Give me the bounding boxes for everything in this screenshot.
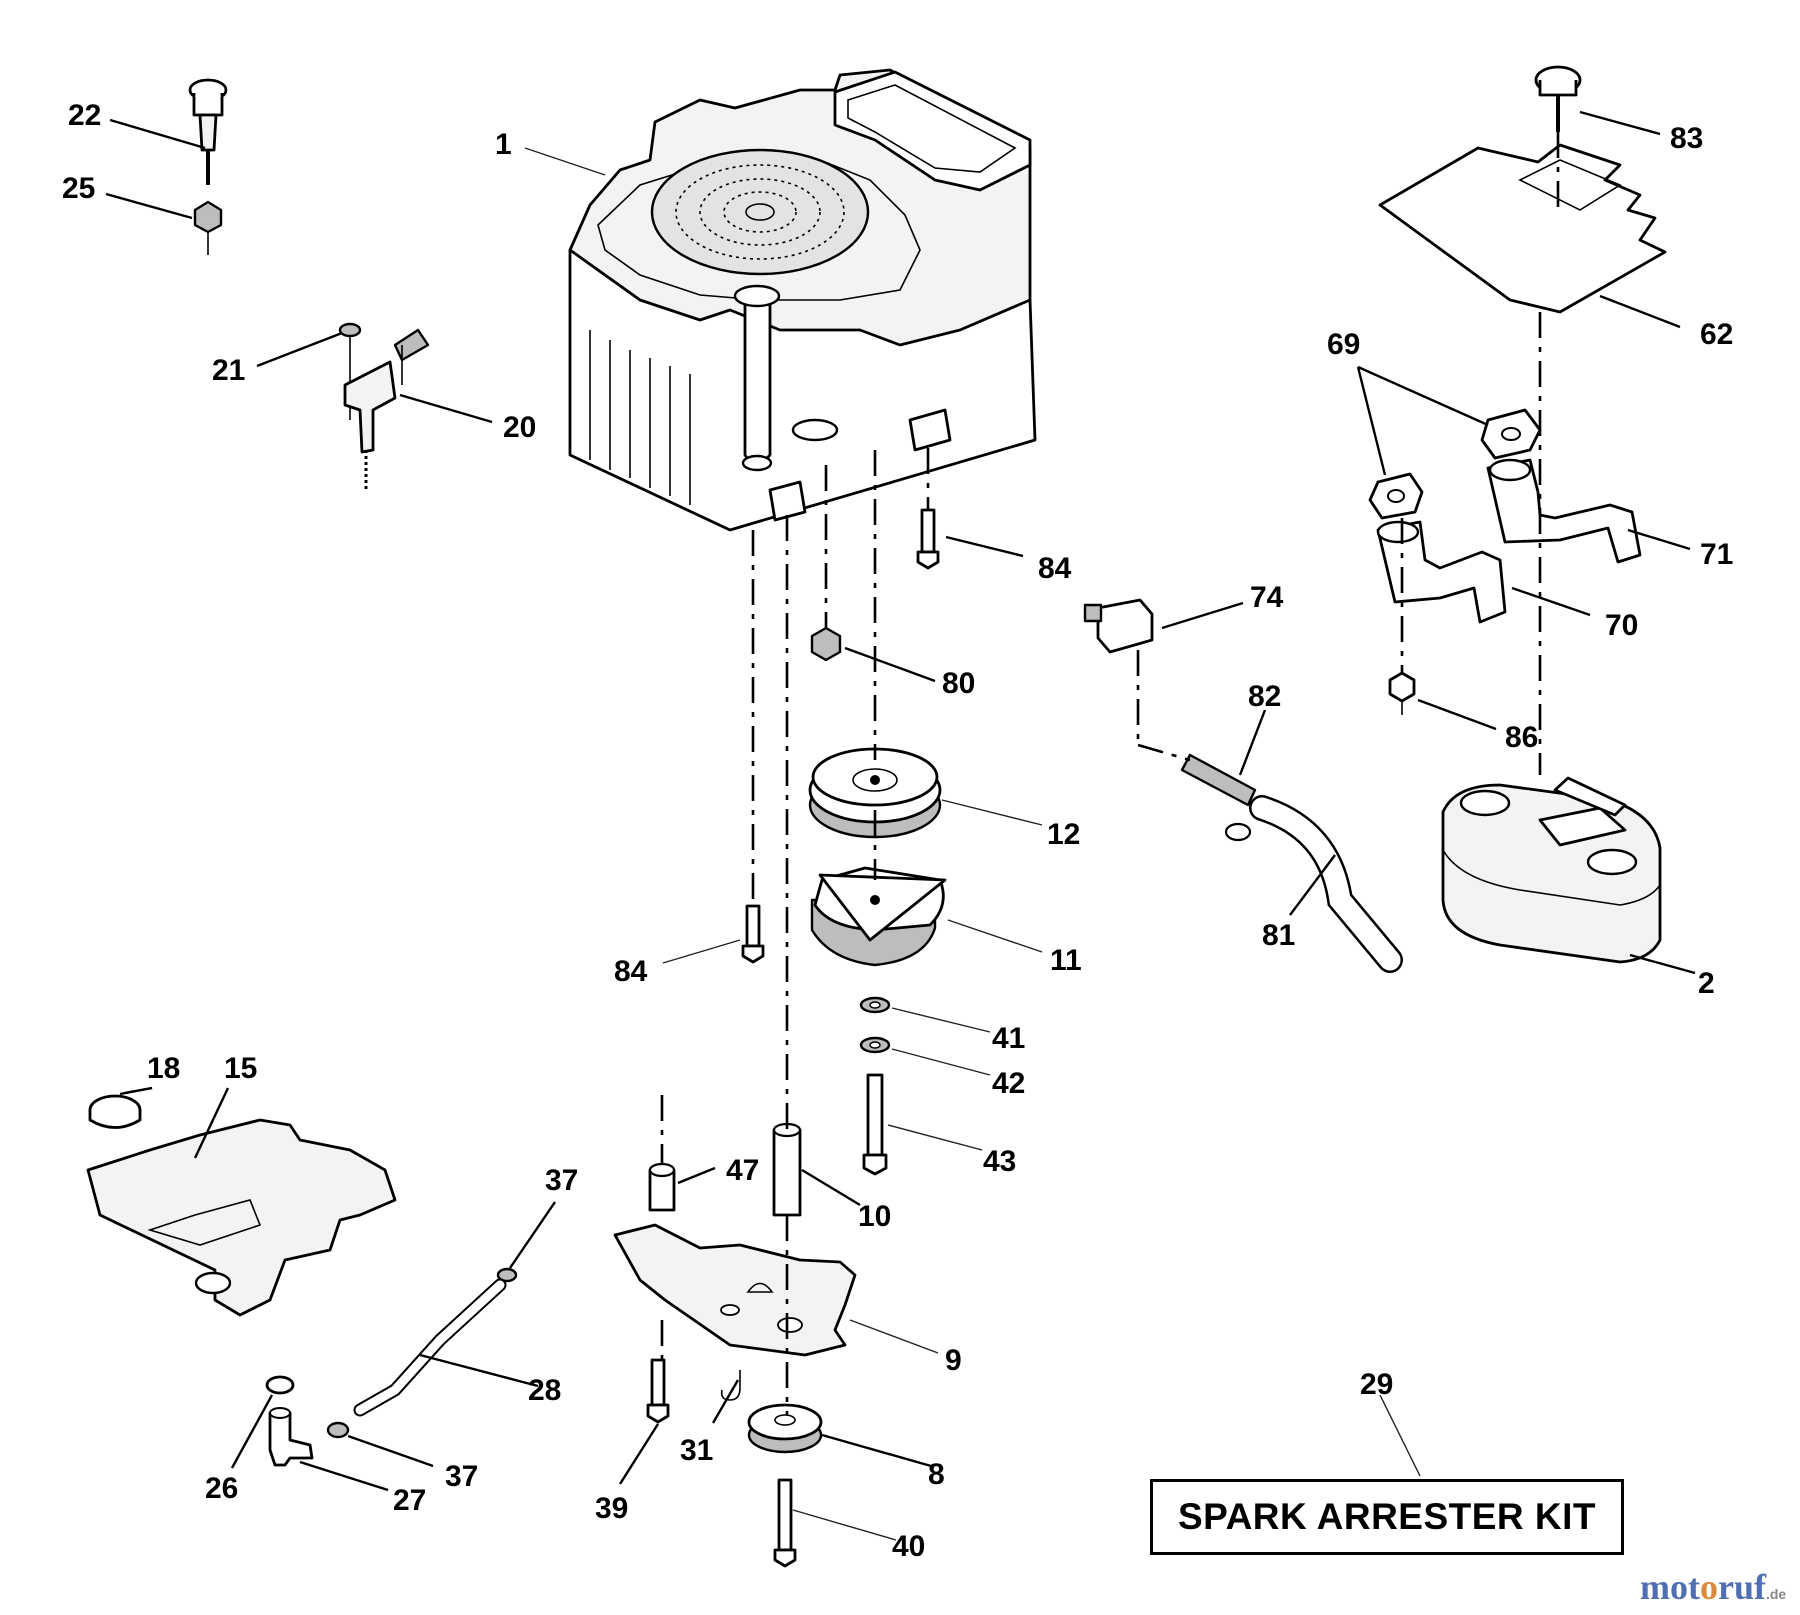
- tube-part-10: [772, 1122, 802, 1217]
- connector-part-74: [1083, 598, 1154, 654]
- fitting-part-27: [268, 1407, 314, 1467]
- hose-part-81: [1249, 795, 1403, 973]
- fuel-tank-part-15: [86, 1118, 397, 1317]
- callout-39: 39: [595, 1492, 628, 1525]
- hook-part-31: [720, 1370, 741, 1401]
- callout-37-lower: 37: [445, 1460, 478, 1493]
- callout-84-upper: 84: [1038, 552, 1072, 585]
- callout-84-lower: 84: [614, 955, 648, 988]
- callout-22: 22: [68, 99, 101, 132]
- exhaust-pipe-part-71: [1486, 458, 1642, 564]
- spacer-part-47: [648, 1162, 676, 1212]
- pulley-part-8: [747, 1403, 823, 1454]
- callout-2: 2: [1698, 967, 1715, 1000]
- fuel-cap-part-18: [88, 1094, 142, 1129]
- exhaust-pipe-part-70: [1376, 520, 1507, 624]
- watermark-logo: motoruf.de: [1640, 1566, 1786, 1608]
- callout-83: 83: [1670, 122, 1703, 155]
- callout-42: 42: [992, 1067, 1025, 1100]
- heat-shield-part-62: [1378, 143, 1667, 314]
- callout-43: 43: [983, 1145, 1016, 1178]
- callout-70: 70: [1605, 609, 1638, 642]
- nut-part-25: [193, 200, 223, 255]
- callout-31: 31: [680, 1434, 713, 1467]
- valve-part-82: [1180, 753, 1257, 842]
- callout-28: 28: [528, 1374, 561, 1407]
- callout-18: 18: [147, 1052, 180, 1085]
- callout-21: 21: [212, 354, 245, 387]
- callout-1: 1: [495, 128, 512, 161]
- callout-11: 11: [1050, 944, 1082, 977]
- watermark-part-c: ruf: [1717, 1567, 1766, 1607]
- callout-71: 71: [1700, 538, 1733, 571]
- watermark-part-b: o: [1699, 1567, 1718, 1607]
- gasket-part-69: [1368, 408, 1542, 520]
- callout-37-upper: 37: [545, 1164, 578, 1197]
- callout-80: 80: [942, 667, 975, 700]
- callout-9: 9: [945, 1344, 962, 1377]
- callout-8: 8: [928, 1458, 945, 1491]
- watermark-tld: .de: [1765, 1586, 1787, 1602]
- nut-part-80: [810, 626, 842, 662]
- bracket-part-20: [338, 322, 430, 490]
- bolt-part-39: [646, 1358, 670, 1424]
- leader-lines: [105, 110, 1696, 1541]
- clamp-part-37-upper: [496, 1267, 518, 1283]
- muffler-part-2: [1441, 776, 1662, 964]
- callout-25: 25: [62, 172, 95, 205]
- callout-74: 74: [1250, 581, 1284, 614]
- watermark-part-a: mot: [1640, 1567, 1700, 1607]
- callout-69: 69: [1327, 328, 1360, 361]
- dipstick-part-22: [188, 78, 228, 185]
- bolt-part-84-lower: [741, 904, 765, 964]
- callout-27: 27: [393, 1484, 426, 1517]
- clutch-part-11: [810, 866, 947, 967]
- callout-12: 12: [1047, 818, 1080, 851]
- callout-81: 81: [1262, 919, 1295, 952]
- spark-arrester-kit-box: SPARK ARRESTER KIT: [1150, 1479, 1624, 1555]
- callout-47: 47: [726, 1154, 759, 1187]
- callout-86: 86: [1505, 721, 1538, 754]
- callout-62: 62: [1700, 318, 1733, 351]
- fuel-line-part-28: [353, 1278, 507, 1417]
- callout-10: 10: [858, 1200, 891, 1233]
- knob-part-83: [1534, 65, 1582, 132]
- bolt-part-40: [773, 1478, 797, 1568]
- bushing-part-26: [265, 1375, 295, 1395]
- callout-40: 40: [892, 1530, 925, 1563]
- clamp-part-37-lower: [326, 1421, 350, 1439]
- callout-labels: 1 22 25 21 20 83 62 69 71 70 86 84 74 80…: [62, 99, 1733, 1563]
- spark-arrester-kit-label: SPARK ARRESTER KIT: [1177, 1496, 1597, 1537]
- callout-20: 20: [503, 411, 536, 444]
- callout-26: 26: [205, 1472, 238, 1505]
- bracket-part-9: [613, 1223, 857, 1357]
- assembly-centerlines: [660, 132, 1560, 1415]
- callout-41: 41: [992, 1022, 1025, 1055]
- callout-82: 82: [1248, 680, 1281, 713]
- bolt-part-84-upper: [916, 508, 940, 570]
- callout-15: 15: [224, 1052, 257, 1085]
- engine-part-1: [568, 68, 1037, 532]
- washer-part-41: [859, 996, 891, 1014]
- washer-part-42: [859, 1036, 891, 1054]
- bolt-part-43: [862, 1073, 888, 1176]
- nut-part-86: [1388, 671, 1416, 715]
- callout-29: 29: [1360, 1368, 1393, 1401]
